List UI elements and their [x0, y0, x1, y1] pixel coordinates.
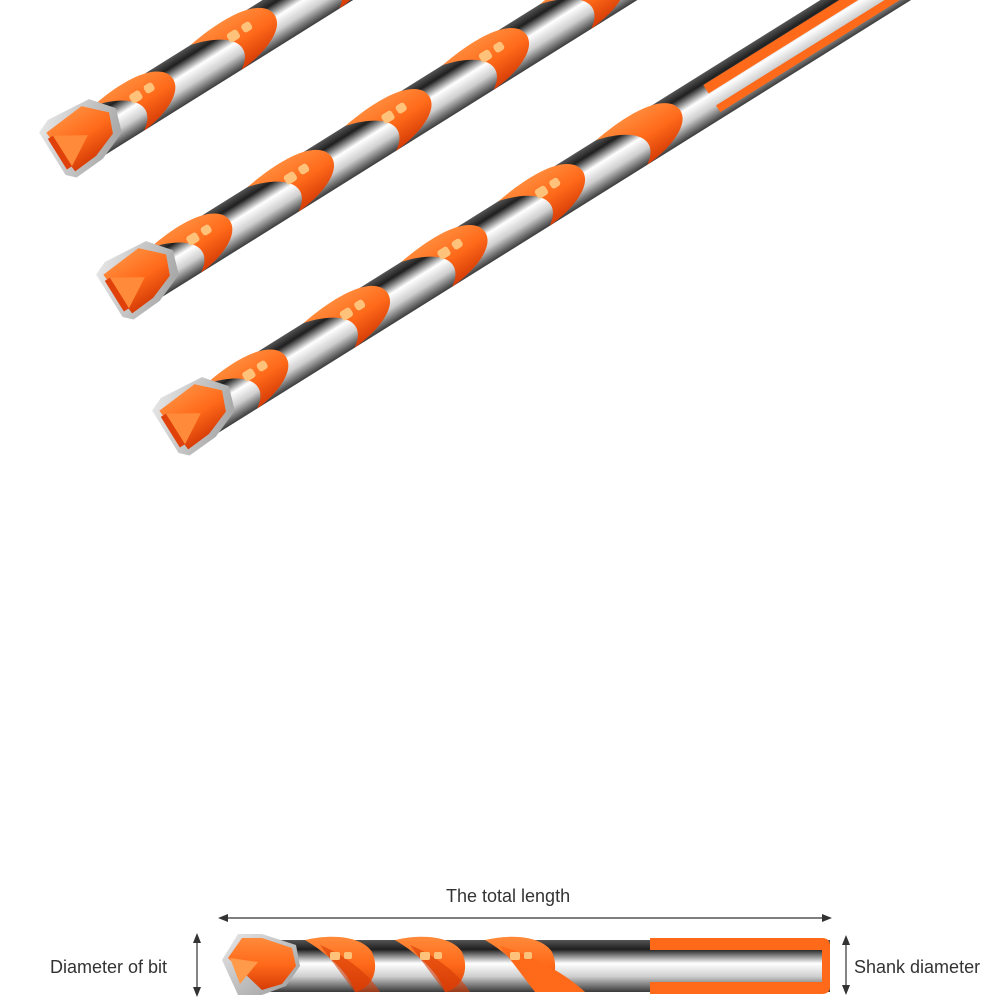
dimension-diagram [193, 914, 850, 997]
shank-diameter-arrow [842, 935, 850, 995]
total-length-label: The total length [446, 886, 571, 906]
shank-diameter-label: Shank diameter [854, 957, 981, 977]
bit-diameter-arrow [193, 933, 201, 997]
total-length-arrow [218, 914, 832, 922]
drill-bit-large-3 [148, 0, 990, 460]
drill-bit-small [222, 934, 830, 995]
bit-diameter-label: Diameter of bit [50, 957, 168, 977]
